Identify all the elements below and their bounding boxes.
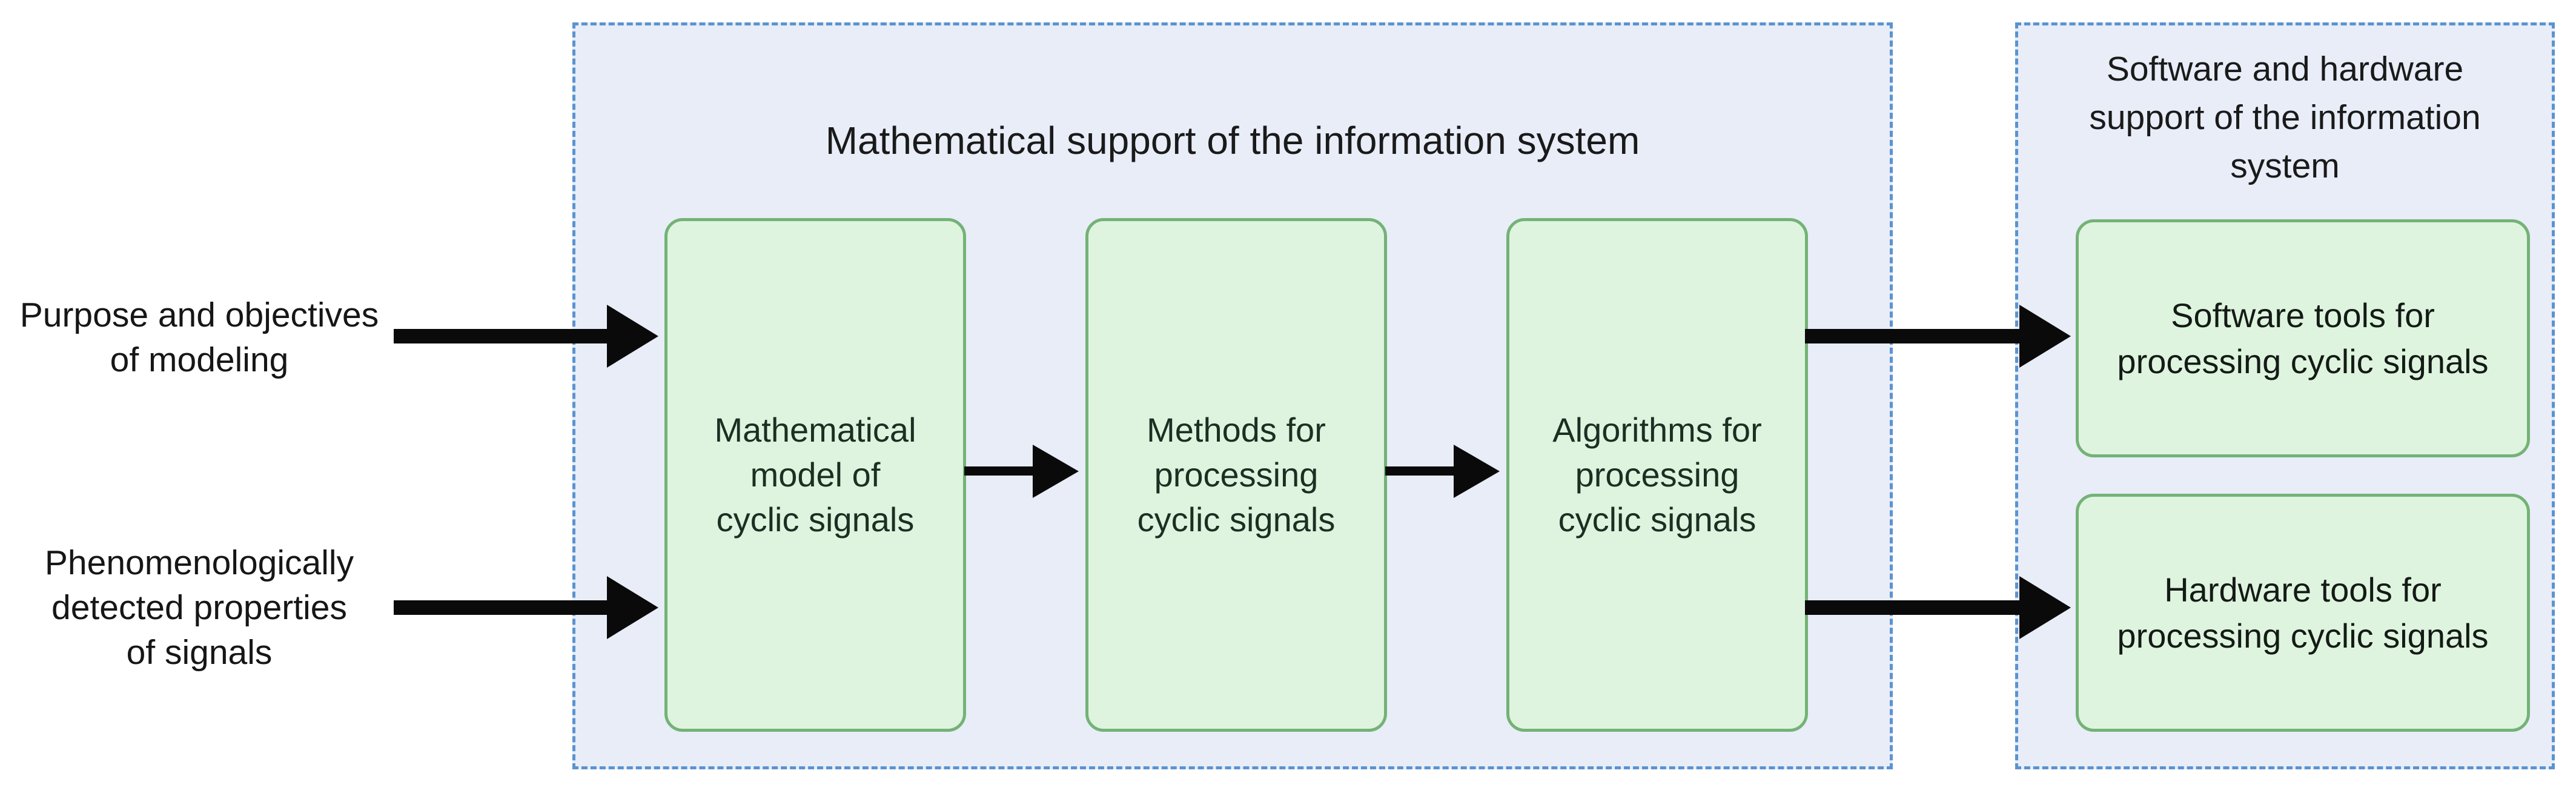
text-line: of modeling — [110, 340, 289, 379]
box-hardware-tools: Hardware tools for processing cyclic sig… — [2076, 494, 2530, 732]
text-line: cyclic signals — [1137, 500, 1336, 539]
arrow-shaft — [394, 600, 615, 615]
arrowhead-icon — [1033, 445, 1081, 498]
input-label-phenomenological-properties: Phenomenologically detected properties o… — [5, 540, 394, 675]
arrowhead-icon — [1454, 445, 1502, 498]
text-line: Purpose and objectives — [19, 296, 379, 334]
box-text: Methods for processing cyclic signals — [1088, 408, 1384, 542]
text-line: processing cyclic signals — [2117, 342, 2489, 380]
text-line: system — [2230, 147, 2340, 185]
arrowhead-icon — [607, 576, 660, 639]
text-line: processing cyclic signals — [2117, 616, 2489, 655]
arrow-shaft — [964, 466, 1041, 476]
arrow-shaft — [1805, 329, 2027, 343]
text-line: support of the information — [2089, 98, 2481, 137]
box-algorithms-processing: Algorithms for processing cyclic signals — [1506, 218, 1808, 732]
text-line: Mathematical — [714, 411, 916, 449]
arrow-shaft — [394, 329, 615, 343]
text-line: Software tools for — [2171, 296, 2435, 334]
text-line: of signals — [126, 633, 273, 672]
text-line: Algorithms for — [1552, 411, 1762, 449]
input-label-purpose-objectives: Purpose and objectives of modeling — [5, 293, 394, 382]
text-line: model of — [750, 456, 881, 494]
text-line: Software and hardware — [2106, 50, 2464, 88]
text-line: detected properties — [51, 588, 347, 627]
arrow-shaft — [1805, 600, 2027, 615]
text-line: Methods for — [1147, 411, 1326, 449]
text-line: Phenomenologically — [44, 543, 354, 582]
box-text: Hardware tools for processing cyclic sig… — [2079, 567, 2527, 659]
text-line: processing — [1575, 456, 1740, 494]
arrowhead-icon — [607, 305, 660, 368]
box-mathematical-model: Mathematical model of cyclic signals — [664, 218, 966, 732]
math-support-panel-title: Mathematical support of the information … — [825, 119, 1640, 162]
box-text: Mathematical model of cyclic signals — [667, 408, 963, 542]
arrowhead-icon — [2019, 305, 2073, 368]
box-text: Software tools for processing cyclic sig… — [2079, 293, 2527, 385]
box-text: Algorithms for processing cyclic signals — [1509, 408, 1805, 542]
software-hardware-panel-title: Software and hardware support of the inf… — [2018, 45, 2552, 190]
box-methods-processing: Methods for processing cyclic signals — [1085, 218, 1387, 732]
text-line: processing — [1154, 456, 1319, 494]
text-line: Hardware tools for — [2164, 570, 2442, 609]
arrow-shaft — [1385, 466, 1462, 476]
software-hardware-panel: Software and hardware support of the inf… — [2015, 22, 2555, 769]
math-support-panel: Mathematical support of the information … — [572, 22, 1893, 769]
arrowhead-icon — [2019, 576, 2073, 639]
box-software-tools: Software tools for processing cyclic sig… — [2076, 219, 2530, 457]
text-line: cyclic signals — [716, 500, 915, 539]
text-line: cyclic signals — [1558, 500, 1757, 539]
